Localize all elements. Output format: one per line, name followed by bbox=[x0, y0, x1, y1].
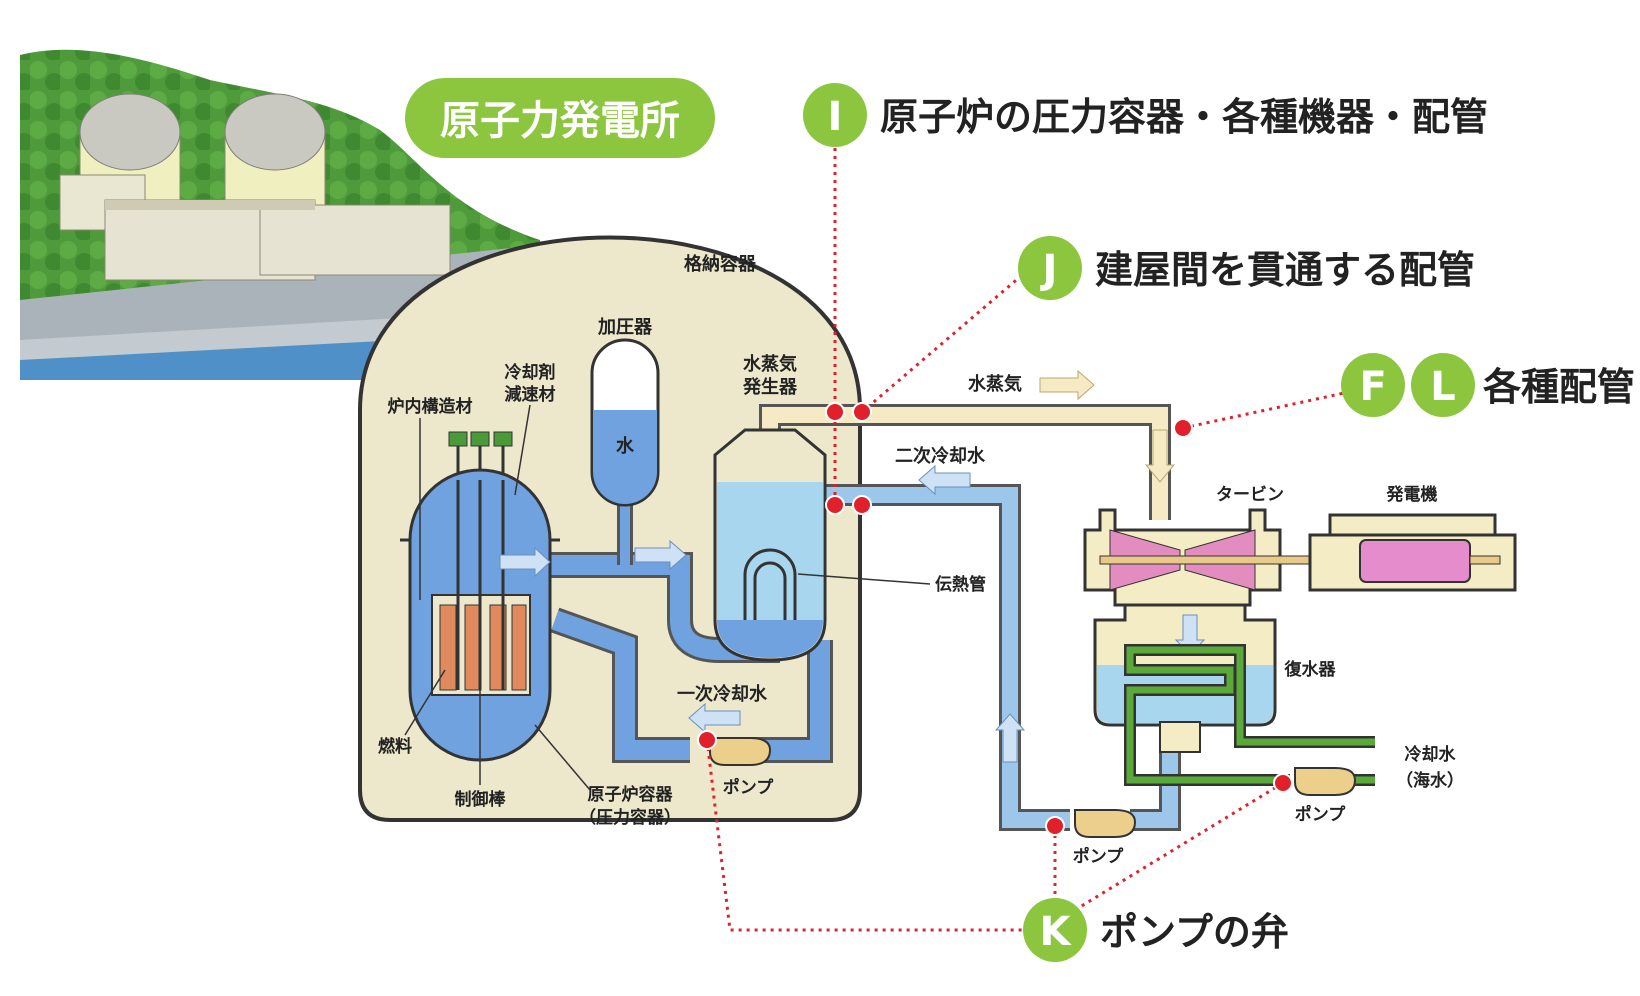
pressurizer-label: 加圧器 bbox=[597, 317, 653, 338]
page-title: 原子力発電所 bbox=[440, 98, 680, 144]
water-label: 水 bbox=[616, 435, 635, 457]
callout-letter-J: J bbox=[1040, 247, 1058, 293]
secondary-coolant-label: 二次冷却水 bbox=[895, 445, 986, 467]
callout-label-I: 原子炉の圧力容器・各種機器・配管 bbox=[880, 95, 1488, 139]
hot-leg-pipe bbox=[540, 555, 780, 660]
callout-letter-F: F bbox=[1359, 364, 1386, 410]
generator-label: 発電機 bbox=[1386, 484, 1438, 505]
primary-pump-label: ポンプ bbox=[723, 777, 774, 798]
reactor-vessel-label-2: （圧力容器） bbox=[579, 807, 681, 828]
steam-generator-label-2: 発生器 bbox=[742, 376, 798, 398]
steam-generator-label-1: 水蒸気 bbox=[743, 353, 797, 375]
callout-badge-L bbox=[1411, 353, 1475, 417]
feedwater-pipe bbox=[800, 487, 1070, 828]
cooling-water-label-1: 冷却水 bbox=[1405, 744, 1457, 765]
callout-label-F-L: 各種配管 bbox=[1483, 365, 1635, 409]
turbine bbox=[1083, 508, 1341, 607]
callout-label-J: 建屋間を貫通する配管 bbox=[1095, 248, 1475, 292]
callout-label-K: ポンプの弁 bbox=[1100, 910, 1289, 954]
steam-generator bbox=[634, 428, 827, 662]
callout-I: I 原子炉の圧力容器・各種機器・配管 bbox=[803, 83, 1488, 147]
inspection-points bbox=[697, 402, 1293, 836]
callout-badge-K bbox=[1023, 898, 1087, 962]
callout-letter-K: K bbox=[1040, 909, 1073, 955]
callout-badge-I bbox=[803, 83, 867, 147]
condensate-pipe bbox=[1130, 720, 1178, 828]
auxiliary-building bbox=[259, 204, 451, 276]
control-rod-label: 制御棒 bbox=[455, 789, 507, 810]
feedwater-pump: ポンプ bbox=[1073, 809, 1137, 867]
cooling-loop bbox=[1126, 646, 1375, 784]
callout-letter-L: L bbox=[1430, 364, 1456, 410]
callout-F-L: F L 各種配管 bbox=[1341, 353, 1635, 417]
condenser-label: 復水器 bbox=[1284, 659, 1337, 680]
callout-J: J 建屋間を貫通する配管 bbox=[1018, 236, 1475, 300]
primary-coolant-label: 一次冷却水 bbox=[677, 683, 768, 705]
containment-label: 格納容器 bbox=[684, 253, 757, 275]
pressurizer: 加圧器 水 bbox=[590, 317, 660, 565]
heat-tube-label: 伝熱管 bbox=[935, 574, 986, 595]
seawater-pump: ポンプ bbox=[1294, 767, 1357, 825]
callout-badge-J bbox=[1018, 236, 1082, 300]
core-structure-label: 炉内構造材 bbox=[388, 396, 473, 417]
reactor-vessel-label-1: 原子炉容器 bbox=[588, 784, 674, 805]
feedwater-pump-label: ポンプ bbox=[1073, 846, 1124, 867]
coolant-label-1: 冷却剤 bbox=[505, 362, 556, 383]
fuel-label: 燃料 bbox=[378, 736, 412, 757]
callout-K: K ポンプの弁 bbox=[1023, 898, 1289, 962]
primary-pump: ポンプ bbox=[709, 737, 774, 798]
turbine-label: タービン bbox=[1216, 485, 1284, 505]
cooling-water-label-2: （海水） bbox=[1396, 770, 1464, 791]
return-pipe bbox=[551, 610, 690, 760]
callout-letter-I: I bbox=[828, 94, 843, 140]
callout-badge-F bbox=[1341, 353, 1405, 417]
steam-label: 水蒸気 bbox=[968, 373, 1022, 395]
generator bbox=[1308, 513, 1517, 592]
title-badge: 原子力発電所 bbox=[405, 78, 715, 158]
coolant-label-2: 減速材 bbox=[505, 384, 556, 405]
seawater-pump-label: ポンプ bbox=[1295, 804, 1346, 825]
callout-lines bbox=[705, 140, 1359, 932]
condenser bbox=[1093, 603, 1277, 753]
